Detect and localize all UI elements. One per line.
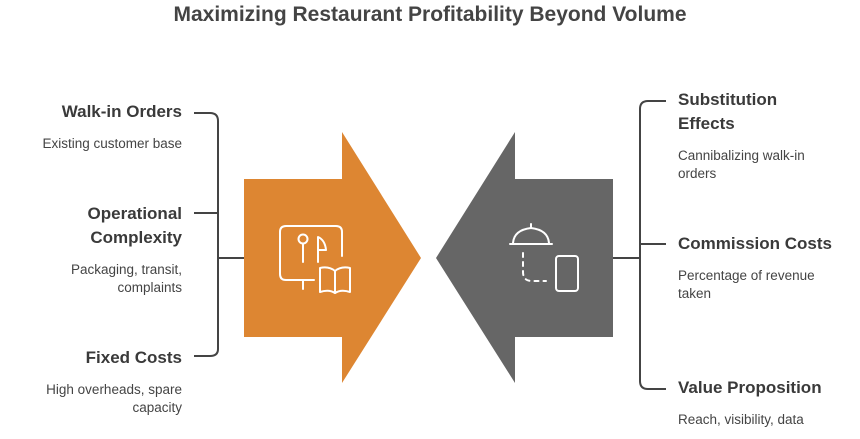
left-item-walk-in-orders: Walk-in Orders Existing customer base bbox=[12, 100, 182, 153]
left-item-operational-complexity: Operational Complexity Packaging, transi… bbox=[12, 202, 182, 297]
item-description: Packaging, transit, complaints bbox=[70, 262, 182, 295]
item-description: High overheads, spare capacity bbox=[46, 382, 182, 415]
diagram-title: Maximizing Restaurant Profitability Beyo… bbox=[173, 3, 687, 26]
left-item-fixed-costs: Fixed Costs High overheads, spare capaci… bbox=[12, 346, 182, 417]
left-arrow bbox=[244, 132, 421, 383]
left-bracket bbox=[194, 112, 244, 357]
item-heading: Operational Complexity bbox=[87, 204, 182, 247]
right-item-value-proposition: Value Proposition Reach, visibility, dat… bbox=[678, 376, 853, 429]
right-item-commission-costs: Commission Costs Percentage of revenue t… bbox=[678, 232, 838, 303]
right-arrow bbox=[436, 132, 613, 383]
item-heading: Fixed Costs bbox=[85, 348, 182, 367]
right-bracket bbox=[612, 100, 666, 390]
item-description: Percentage of revenue taken bbox=[678, 268, 815, 301]
item-heading: Value Proposition bbox=[678, 378, 822, 397]
item-description: Cannibalizing walk-in orders bbox=[678, 148, 805, 181]
right-item-substitution-effects: Substitution Effects Cannibalizing walk-… bbox=[678, 88, 818, 183]
restaurant-menu-icon bbox=[279, 225, 351, 294]
item-description: Existing customer base bbox=[42, 136, 182, 151]
item-heading: Walk-in Orders bbox=[61, 102, 182, 121]
item-heading: Substitution Effects bbox=[678, 90, 778, 133]
food-delivery-app-icon bbox=[509, 223, 579, 292]
item-heading: Commission Costs bbox=[678, 234, 832, 253]
item-description: Reach, visibility, data bbox=[678, 412, 804, 427]
